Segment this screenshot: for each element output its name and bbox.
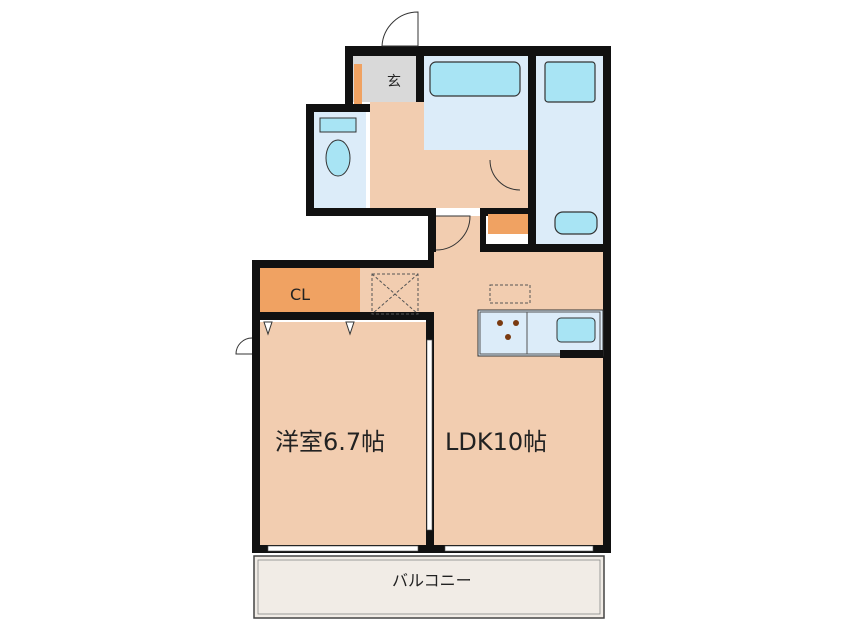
stove-burner-icon xyxy=(497,320,503,326)
balcony xyxy=(253,555,605,619)
bathtub-icon xyxy=(429,61,521,97)
storage-hatch-icon xyxy=(371,273,419,315)
western-room-floor xyxy=(260,322,426,545)
ldk-label: LDK10帖 xyxy=(445,428,547,456)
washing-machine-icon xyxy=(544,61,596,103)
balcony-label: バルコニー xyxy=(392,571,472,590)
entrance-floor xyxy=(353,56,416,102)
toilet-icon xyxy=(325,139,351,177)
window-western xyxy=(267,545,419,552)
sliding-door xyxy=(426,339,433,531)
refrigerator-space-icon xyxy=(489,284,531,304)
western-room-label: 洋室6.7帖 xyxy=(275,428,385,456)
entrance-label: 玄 xyxy=(387,73,401,90)
sink-icon xyxy=(556,317,596,343)
closet-label: CL xyxy=(290,285,310,304)
window-ldk xyxy=(444,545,594,552)
doors xyxy=(235,11,521,355)
washbasin-icon xyxy=(554,211,598,235)
storage-small xyxy=(488,214,528,234)
closet-fill xyxy=(260,268,360,312)
